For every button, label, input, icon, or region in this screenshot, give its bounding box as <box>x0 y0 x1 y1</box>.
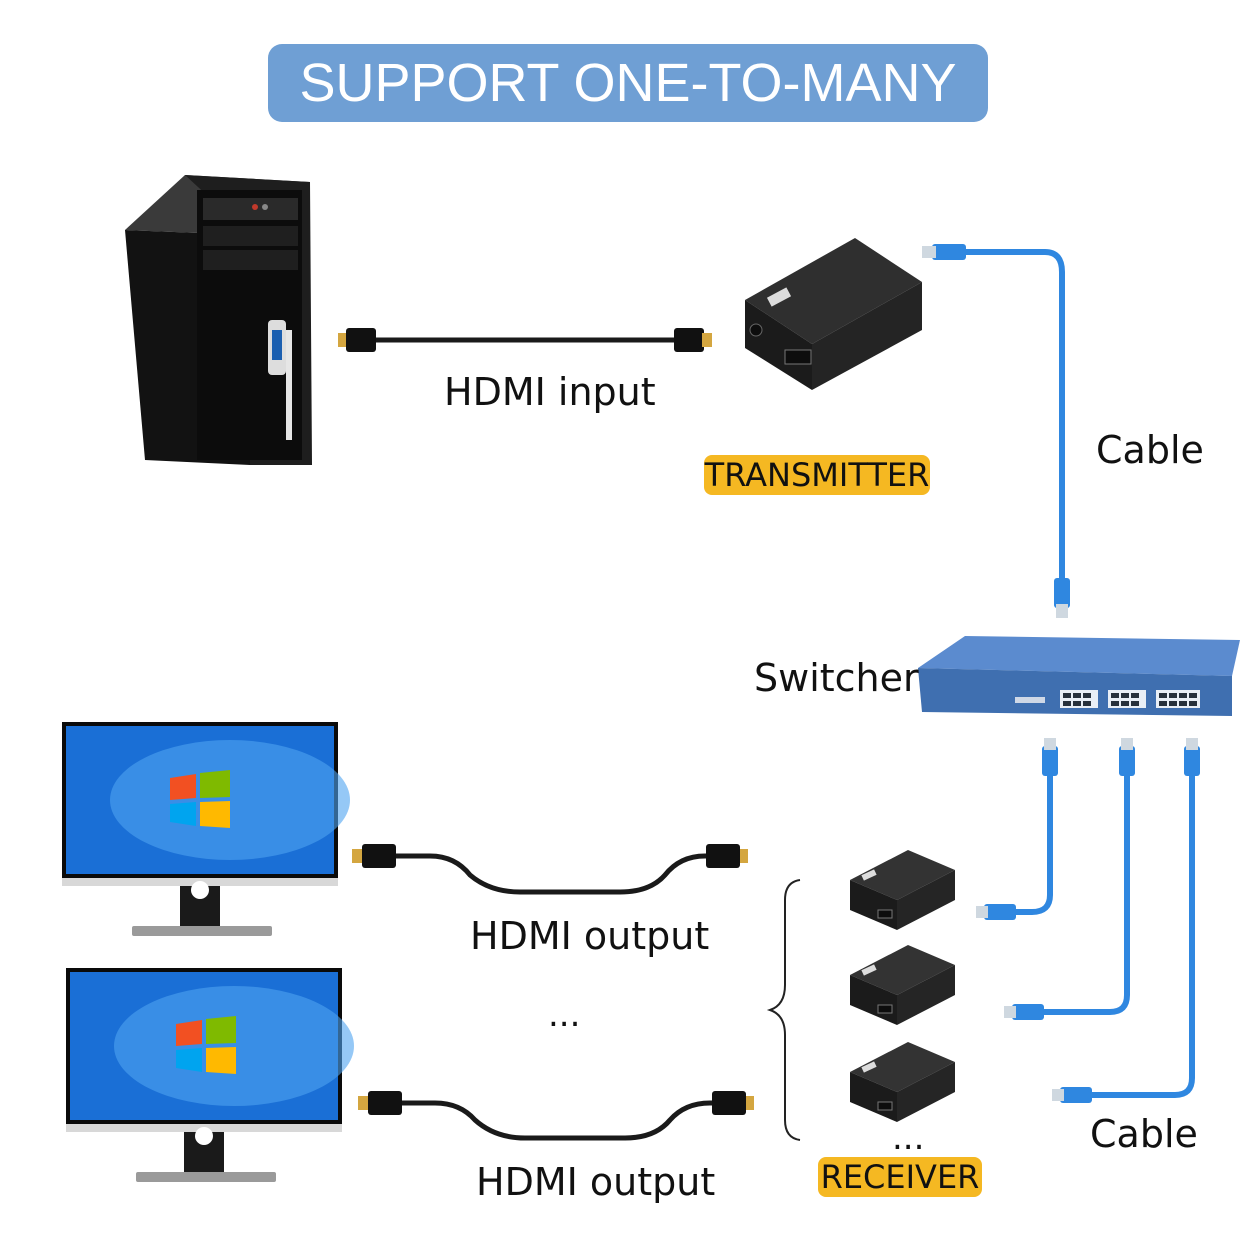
receiver-tag-text: RECEIVER <box>820 1158 980 1196</box>
network-cable-2 <box>1004 738 1135 1020</box>
windows-logo-icon-1 <box>170 770 230 828</box>
network-switch-icon <box>918 636 1240 716</box>
title-text: SUPPORT ONE-TO-MANY <box>299 53 957 113</box>
cable-label-top: Cable <box>1096 428 1204 472</box>
transmitter-tag: TRANSMITTER <box>704 455 930 495</box>
monitor-icon-2 <box>66 968 354 1182</box>
grouping-brace <box>766 879 801 1141</box>
hdmi-output-label-2: HDMI output <box>476 1160 716 1204</box>
transmitter-device-icon <box>745 238 922 390</box>
switcher-label: Switcher <box>754 656 919 700</box>
receiver-tag: RECEIVER <box>818 1157 982 1197</box>
windows-logo-icon-2 <box>176 1016 236 1074</box>
receiver-device-icon-2 <box>850 945 955 1025</box>
ellipsis-middle: ... <box>548 995 581 1035</box>
receiver-device-icon-1 <box>850 850 955 930</box>
hdmi-input-cable <box>338 328 712 352</box>
hdmi-output-cable-2 <box>358 1091 754 1141</box>
hdmi-output-label-1: HDMI output <box>470 914 710 958</box>
network-cable-top <box>922 244 1070 618</box>
cable-label-bottom: Cable <box>1090 1112 1198 1156</box>
ellipsis-receivers: ... <box>892 1118 925 1158</box>
network-cable-1 <box>976 738 1058 920</box>
network-cable-3 <box>1052 738 1200 1103</box>
title-banner: SUPPORT ONE-TO-MANY <box>268 44 988 122</box>
hdmi-input-label: HDMI input <box>444 370 656 414</box>
computer-tower-icon <box>125 175 312 465</box>
hdmi-output-cable-1 <box>352 844 748 895</box>
receiver-device-icon-3 <box>850 1042 955 1122</box>
transmitter-tag-text: TRANSMITTER <box>704 456 930 494</box>
monitor-icon-1 <box>62 722 350 936</box>
